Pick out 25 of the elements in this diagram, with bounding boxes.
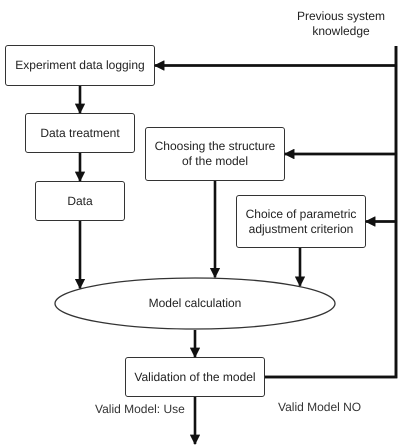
node-text: Choosing the structure of the model (154, 139, 276, 169)
arrow (210, 181, 220, 278)
process-ellipse (54, 277, 336, 330)
arrow (265, 216, 398, 378)
process-box (145, 127, 285, 181)
arrow (74, 221, 86, 290)
process-box (35, 181, 125, 221)
node-text: Experiment data logging (15, 58, 145, 73)
process-box (236, 195, 366, 248)
annotation-text: Previous system knowledge (296, 9, 386, 39)
node-text: Data (67, 194, 93, 208)
arrow (190, 397, 200, 446)
node-text: Model calculation (148, 296, 242, 311)
arrow (74, 86, 86, 114)
process-box (25, 113, 135, 153)
node-text: Validation of the model (134, 370, 256, 384)
process-box (5, 45, 155, 86)
node-text: Choice of parametric adjustment criterion (244, 206, 358, 236)
arrow (294, 248, 306, 287)
edge-label: Valid Model NO (278, 400, 362, 414)
edge-label: Valid Model: Use (95, 402, 185, 416)
node-text: Data treatment (40, 126, 120, 140)
arrow (190, 330, 200, 358)
process-box (125, 357, 265, 397)
arrow (74, 153, 86, 182)
